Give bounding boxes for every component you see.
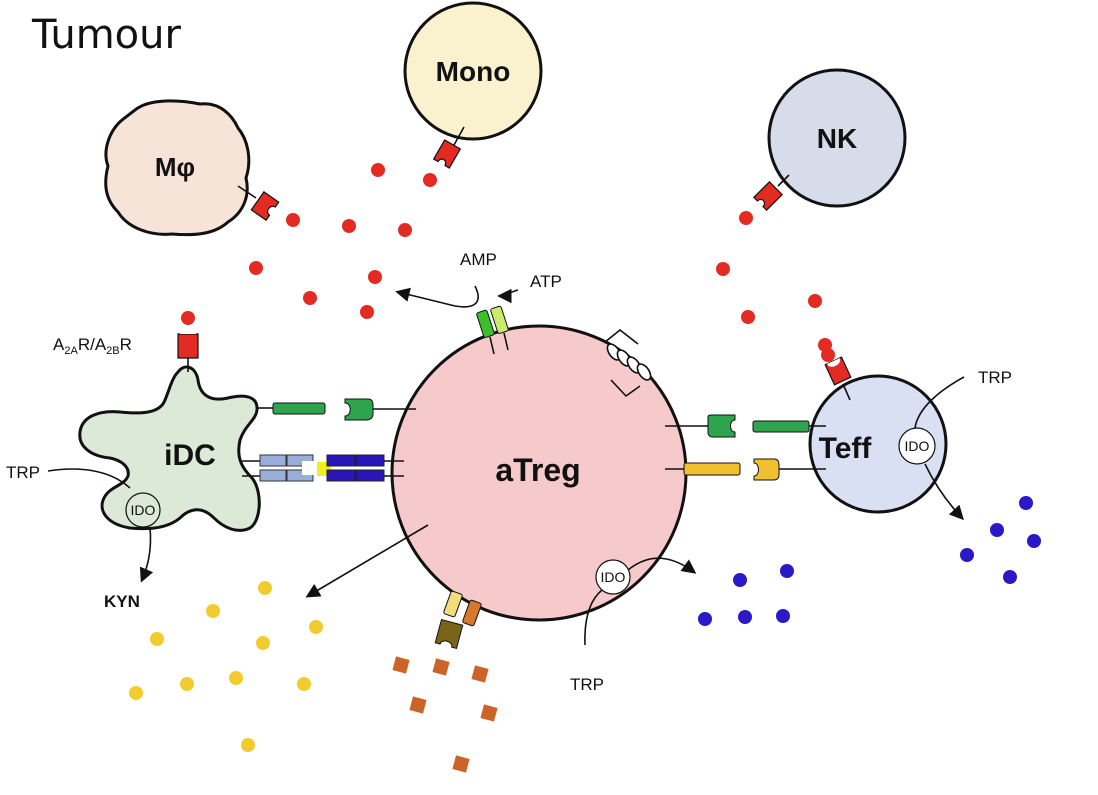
kynurenine-dot [1003, 570, 1017, 584]
macrophage-label: Mφ [155, 152, 195, 182]
mhc-tcr-complex [242, 454, 404, 482]
idc-ido-label: IDO [131, 502, 156, 518]
treg-bottom-receptor-cluster [434, 590, 482, 650]
treg-trp-label: TRP [570, 675, 604, 694]
treg-ido-arrow [627, 557, 697, 574]
macrophage-cell: Mφ [104, 99, 280, 237]
treg-ido-label: IDO [601, 569, 626, 585]
teff-membrane [808, 374, 948, 514]
cytokine-orange-square [409, 696, 427, 714]
kynurenine-dot [990, 523, 1004, 537]
cytokine-yellow-dot [150, 632, 164, 646]
monocyte-cell: Mono [403, 1, 543, 169]
adenosine-dot [249, 261, 263, 275]
cytokine-yellow-dot [180, 677, 194, 691]
amp-to-adenosine-arrow [395, 285, 479, 308]
cytokine-orange-square [452, 755, 470, 773]
cytokine-yellow-dot [258, 581, 272, 595]
adenosine-dot [398, 223, 412, 237]
adenosine-dot [739, 211, 753, 225]
cytokine-orange-square [392, 656, 410, 674]
adenosine-dot [716, 262, 730, 276]
adenosine-dot [423, 173, 437, 187]
cytokine-yellow-dot [129, 686, 143, 700]
adenosine-dot [342, 219, 356, 233]
cytokine-orange-square [480, 704, 498, 722]
cytokine-orange-square [471, 665, 489, 683]
atp-arrow [497, 288, 519, 304]
adenosine-dot [360, 305, 374, 319]
teff-label: Teff [819, 432, 873, 465]
nk-adenosine-receptor [753, 181, 783, 211]
monocyte-receptor-stalk [453, 126, 465, 146]
teff-adenosine-receptor [824, 356, 852, 386]
kynurenine-dot [780, 564, 794, 578]
idc-treg-green-pair [257, 398, 416, 421]
idc-ido-enzyme [125, 492, 161, 528]
treg-coil-receptor [604, 328, 652, 398]
idc-membrane [78, 365, 261, 532]
cytokine-yellow-dot [309, 620, 323, 634]
treg-cytokine-arrow [305, 524, 429, 598]
treg-trp-line [584, 589, 603, 646]
diagram-title: Tumour [31, 12, 182, 58]
adenosine-dot [368, 270, 382, 284]
monocyte-label: Mono [436, 56, 511, 87]
nk-receptor-stalk [777, 174, 790, 187]
treg-teff-green-pair [665, 414, 826, 438]
idc-label: iDC [164, 439, 216, 472]
teff-ido-enzyme [898, 427, 936, 465]
kynurenine-dot [738, 610, 752, 624]
treg-cell: aTreg IDO [390, 324, 688, 622]
teff-trp-line [914, 376, 965, 429]
teff-ido-label: IDO [905, 438, 930, 454]
amp-label: AMP [460, 250, 497, 269]
adenosine-dot [286, 213, 300, 227]
macrophage-adenosine-receptor [250, 190, 280, 222]
nk-membrane [767, 68, 907, 208]
kyn-label: KYN [104, 592, 140, 611]
adenosine-dot [818, 338, 832, 352]
cytokine-yellow-dot [256, 636, 270, 650]
adenosine-dot [303, 291, 317, 305]
cytokine-yellow-dot [241, 738, 255, 752]
idc-kyn-arrow [139, 526, 154, 583]
adenosine-dot [808, 294, 822, 308]
treg-teff-yellow-pair [665, 458, 826, 481]
idc-cell: iDC IDO [78, 311, 261, 532]
idc-adenosine-receptor [177, 333, 199, 359]
kynurenine-dot [960, 548, 974, 562]
cytokine-yellow-dot [229, 671, 243, 685]
kynurenine-dot [776, 609, 790, 623]
monocyte-adenosine-receptor [432, 139, 462, 169]
nk-cell: NK [753, 68, 907, 211]
treg-label: aTreg [495, 452, 580, 488]
idc-trp-line [47, 468, 131, 489]
macrophage-membrane [104, 99, 251, 237]
cd39-cd73-ectoenzymes [476, 305, 509, 355]
idc-receptor-pocket [180, 328, 196, 334]
treg-ido-enzyme [595, 559, 631, 595]
adenosine-receptor-label: A2AR/A2BR [53, 335, 132, 357]
monocyte-membrane [403, 1, 543, 141]
kynurenine-dot [698, 612, 712, 626]
macrophage-receptor-stalk [237, 185, 257, 199]
cytokine-yellow-dot [297, 677, 311, 691]
kynurenine-dot [733, 573, 747, 587]
adenosine-dot [371, 163, 385, 177]
cytokine-orange-square [432, 658, 450, 676]
teff-cell: Teff IDO [808, 348, 948, 514]
adenosine-bound-idc [181, 311, 195, 325]
cytokine-yellow-dot [206, 604, 220, 618]
adenosine-dot [741, 310, 755, 324]
molecule-dots [129, 163, 1041, 773]
teff-ido-arrow [924, 463, 964, 521]
teff-trp-label: TRP [978, 368, 1012, 387]
nk-label: NK [817, 123, 857, 154]
idc-trp-label: TRP [6, 463, 40, 482]
kynurenine-dot [1019, 496, 1033, 510]
kynurenine-dot [1027, 534, 1041, 548]
teff-receptor-stalk [842, 383, 851, 401]
atp-label: ATP [530, 272, 562, 291]
